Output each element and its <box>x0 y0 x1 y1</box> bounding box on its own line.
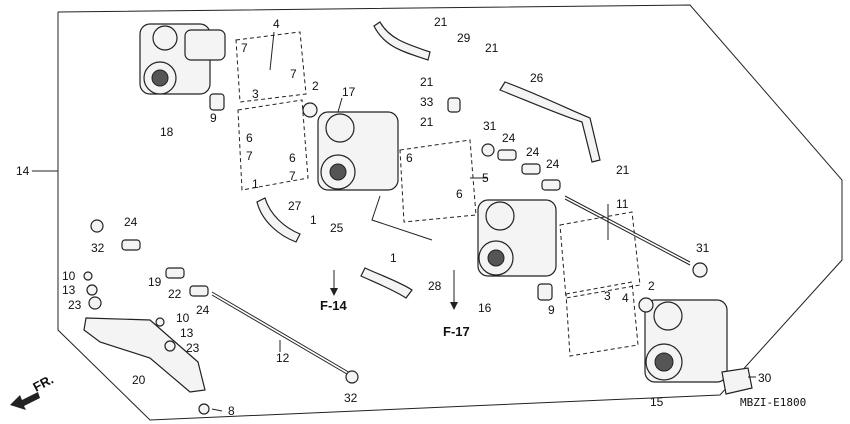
rod-12 <box>211 291 353 375</box>
carburetor-16 <box>477 199 557 277</box>
label-15: 15 <box>650 395 664 409</box>
label-21a: 21 <box>434 15 448 29</box>
carburetor-18 <box>139 23 226 95</box>
label-32a: 32 <box>91 241 105 255</box>
subassembly-box-right-upper <box>559 211 641 299</box>
label-14: 14 <box>16 164 30 178</box>
label-24c: 24 <box>546 157 560 171</box>
label-28: 28 <box>428 279 442 293</box>
label-6b: 6 <box>289 151 296 165</box>
label-7a: 7 <box>241 41 248 55</box>
label-8: 8 <box>228 404 235 418</box>
label-9b: 9 <box>548 303 555 317</box>
label-7d: 7 <box>289 169 296 183</box>
label-12: 12 <box>276 351 290 365</box>
label-13a: 13 <box>62 283 76 297</box>
rod-11b <box>564 198 691 266</box>
hose-26 <box>499 81 601 163</box>
label-1b: 1 <box>310 213 317 227</box>
label-13b: 13 <box>180 326 194 340</box>
label-10a: 10 <box>62 269 76 283</box>
tube-28 <box>360 267 413 299</box>
label-20: 20 <box>132 373 146 387</box>
label-6d: 6 <box>456 187 463 201</box>
label-21d: 21 <box>420 115 434 129</box>
label-3a: 3 <box>252 87 259 101</box>
label-6c: 6 <box>406 151 413 165</box>
bracket-20 <box>83 317 206 393</box>
label-32b: 32 <box>344 391 358 405</box>
label-11: 11 <box>616 197 629 211</box>
label-25: 25 <box>330 221 344 235</box>
subassembly-box-upper-left <box>235 31 307 103</box>
carburetor-17 <box>317 111 399 191</box>
label-2b: 2 <box>648 279 655 293</box>
label-24b: 24 <box>526 145 540 159</box>
arrow-f14 <box>330 288 338 296</box>
label-7b: 7 <box>290 67 297 81</box>
hose-top <box>373 21 431 61</box>
rod-12b <box>211 294 353 378</box>
direction-label: FR. <box>30 372 56 395</box>
subassembly-box-mid-left <box>237 99 309 191</box>
label-30: 30 <box>758 371 772 385</box>
label-31a: 31 <box>483 119 497 133</box>
label-29: 29 <box>457 31 471 45</box>
label-1a: 1 <box>252 177 259 191</box>
label-27: 27 <box>288 199 302 213</box>
label-23b: 23 <box>186 341 200 355</box>
cover-30 <box>721 367 753 395</box>
label-24e: 24 <box>196 303 210 317</box>
label-17: 17 <box>342 85 356 99</box>
label-33: 33 <box>420 95 434 109</box>
label-22: 22 <box>168 287 182 301</box>
label-6a: 6 <box>246 131 253 145</box>
tube-27 <box>256 197 301 243</box>
label-4a: 4 <box>273 17 280 31</box>
label-4b: 4 <box>622 291 629 305</box>
label-5: 5 <box>482 171 489 185</box>
label-7c: 7 <box>246 149 253 163</box>
label-24d: 24 <box>124 215 138 229</box>
label-10b: 10 <box>176 311 190 325</box>
carburetor-15 <box>644 299 728 383</box>
ref-f14: F-14 <box>320 298 348 313</box>
label-9a: 9 <box>210 111 217 125</box>
label-21c: 21 <box>420 75 434 89</box>
ref-f17: F-17 <box>443 324 470 339</box>
label-21b: 21 <box>485 41 499 55</box>
label-1c: 1 <box>390 251 397 265</box>
label-31b: 31 <box>696 241 710 255</box>
label-18: 18 <box>160 125 174 139</box>
fr-arrow-icon <box>10 392 40 410</box>
label-26: 26 <box>530 71 544 85</box>
arrow-f17 <box>450 302 458 310</box>
assembly-frame <box>57 4 843 421</box>
label-21e: 21 <box>616 163 630 177</box>
leader-lines <box>32 31 756 412</box>
diagram-code: MBZI-E1800 <box>740 396 806 409</box>
label-19: 19 <box>148 275 162 289</box>
label-3b: 3 <box>604 289 611 303</box>
small-fittings <box>83 93 708 415</box>
subassembly-box-right-lower <box>565 281 639 357</box>
label-24a: 24 <box>502 131 516 145</box>
label-16: 16 <box>478 301 492 315</box>
rod-11 <box>564 195 691 263</box>
label-23a: 23 <box>68 298 82 312</box>
fuel-line <box>371 195 433 241</box>
label-2a: 2 <box>312 79 319 93</box>
